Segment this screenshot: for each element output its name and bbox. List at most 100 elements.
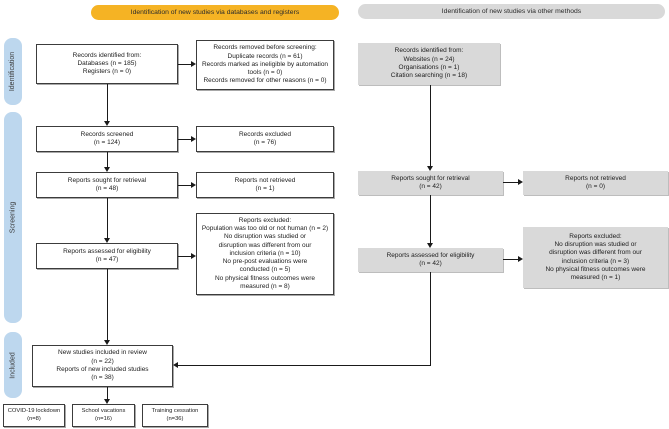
arrowhead-down-icon (104, 399, 110, 404)
box-line: Duplicate records (n = 61) (227, 52, 303, 60)
box-line: Reports assessed for eligibility (386, 251, 475, 259)
box-category-school-vacations: School vacations (n=16) (72, 404, 135, 427)
box-reports-sought: Reports sought for retrieval (n = 48) (36, 172, 178, 198)
box-reports-excluded-other: Reports excluded: No disruption was stud… (523, 227, 668, 288)
arrowhead-down-icon (104, 340, 110, 345)
box-line: (n=16) (95, 415, 112, 422)
box-line: New studies included in review (58, 349, 147, 357)
box-line: Reports excluded: (569, 232, 622, 240)
box-line: disruption was different from our (218, 241, 312, 249)
box-reports-excluded-reasons: Reports excluded: Population was too old… (196, 213, 334, 295)
arrow-other-assessed-elbow (430, 272, 431, 366)
arrow-screened-to-excluded (178, 139, 191, 140)
box-line: Reports sought for retrieval (391, 174, 470, 182)
arrow-included-to-categories (107, 387, 108, 399)
arrow-sought-to-assessed (107, 198, 108, 238)
arrowhead-down-icon (427, 243, 433, 248)
box-line: Reports of new included studies (56, 366, 149, 373)
phase-screening-label: Screening (9, 201, 17, 234)
box-records-excluded: Records excluded (n = 76) (196, 126, 334, 152)
box-line: Reports excluded: (238, 216, 292, 224)
box-reports-assessed: Reports assessed for eligibility (n = 47… (36, 243, 178, 269)
arrow-assessed-to-included (107, 269, 108, 340)
box-line: disruption was different from our (549, 249, 642, 257)
box-line: No pre-post evaluations were (222, 258, 308, 266)
arrow-other-sought-to-assessed (430, 195, 431, 243)
arrowhead-right-icon (518, 256, 523, 262)
phase-identification: Identification (4, 38, 22, 105)
box-line: Records identified from: (72, 51, 142, 59)
box-line: inclusion criteria (n = 10) (229, 249, 301, 257)
arrow-sought-to-not-retrieved (178, 185, 191, 186)
arrowhead-down-icon (104, 238, 110, 243)
box-line: No disruption was studied or (223, 233, 306, 241)
arrowhead-right-icon (191, 253, 196, 259)
box-line: (n = 22) (91, 357, 114, 365)
box-line: (n = 42) (419, 183, 442, 190)
arrowhead-left-icon (173, 362, 178, 368)
box-reports-not-retrieved: Reports not retrieved (n = 1) (196, 172, 334, 198)
box-line: measured (n = 8) (240, 283, 290, 291)
box-line: (n = 48) (95, 185, 119, 192)
box-line: (n = 42) (419, 260, 442, 267)
box-new-studies-included: New studies included in review (n = 22) … (32, 345, 173, 387)
arrowhead-right-icon (518, 179, 523, 185)
box-line: Reports not retrieved (565, 174, 626, 182)
box-records-screened: Records screened (n = 124) (36, 126, 178, 152)
arrow-identified-to-screened (107, 84, 108, 121)
arrow-assessed-to-excluded-reasons (178, 256, 191, 257)
box-line: Records removed before screening: (213, 44, 317, 52)
phase-identification-label: Identification (9, 51, 17, 92)
box-line: Reports assessed for eligibility (63, 247, 151, 255)
box-line: (n=8) (27, 415, 41, 422)
phase-screening: Screening (4, 112, 22, 323)
box-line: School vacations (81, 408, 126, 415)
box-line: Records removed for other reasons (n = 0… (203, 77, 327, 85)
box-reports-not-retrieved-other: Reports not retrieved (n = 0) (523, 171, 668, 195)
box-line: Databases (n = 185) (77, 59, 137, 67)
box-line: (n = 1) (255, 185, 275, 192)
arrow-other-assessed-to-excluded (503, 259, 518, 260)
box-line: (n = 38) (91, 374, 114, 382)
box-line: tools (n = 0) (247, 69, 283, 77)
arrow-other-assessed-to-included (178, 365, 431, 366)
box-category-training-cessation: Training cessation (n=36) (142, 404, 208, 427)
arrowhead-right-icon (191, 136, 196, 142)
box-line: (n = 124) (93, 139, 121, 146)
box-line: No physical fitness outcomes were (545, 265, 646, 273)
banner-other-methods: Identification of new studies via other … (358, 4, 665, 19)
phase-included: Included (4, 332, 22, 398)
box-line: Reports not retrieved (234, 176, 296, 184)
box-line: Population was too old or not human (n =… (201, 224, 329, 232)
box-line: No physical fitness outcomes were (214, 274, 316, 282)
box-line: (n = 47) (95, 256, 119, 263)
box-records-removed: Records removed before screening: Duplic… (196, 40, 334, 90)
phase-included-label: Included (9, 351, 17, 379)
box-reports-sought-other: Reports sought for retrieval (n = 42) (358, 171, 503, 195)
box-records-identified-databases: Records identified from: Databases (n = … (36, 44, 178, 84)
box-line: COVID-19 lockdown (7, 408, 61, 415)
arrow-other-sought-to-not-retrieved (503, 182, 518, 183)
box-line: Training cessation (151, 408, 199, 415)
box-line: (n = 0) (586, 183, 605, 190)
box-line: Reports sought for retrieval (67, 176, 147, 184)
box-line: Registers (n = 0) (82, 68, 132, 76)
box-records-identified-other: Records identified from: Websites (n = 2… (358, 43, 500, 85)
arrow-other-identified-to-sought (430, 85, 431, 166)
box-line: inclusion criteria (n = 3) (561, 257, 630, 265)
box-line: No disruption was studied or (554, 240, 637, 248)
arrow-screened-to-sought (107, 152, 108, 167)
box-line: Records excluded (238, 130, 292, 138)
box-line: (n = 76) (253, 139, 277, 146)
arrowhead-down-icon (104, 121, 110, 126)
box-line: Records identified from: (394, 47, 464, 55)
arrowhead-right-icon (191, 61, 196, 67)
arrowhead-down-icon (104, 167, 110, 172)
box-line: Websites (n = 24) (403, 55, 455, 63)
box-line: Organisations (n = 1) (398, 64, 460, 71)
arrowhead-right-icon (191, 182, 196, 188)
box-line: measured (n = 1) (570, 274, 621, 282)
box-line: Records screened (80, 130, 134, 138)
banner-databases-registers: Identification of new studies via databa… (91, 5, 339, 20)
